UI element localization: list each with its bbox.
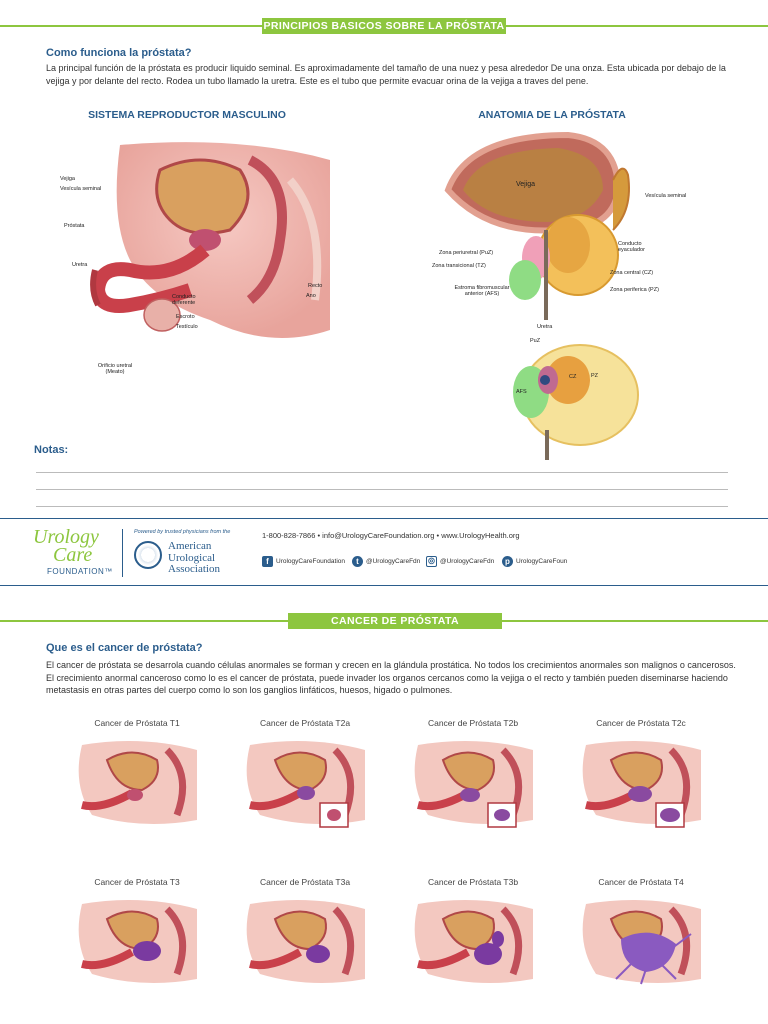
facebook-icon: f [262, 556, 273, 567]
band-label: PRINCIPIOS BASICOS SOBRE LA PRÓSTATA [262, 18, 506, 34]
stage-title-t3: Cancer de Próstata T3 [94, 877, 180, 887]
footer-rule-bottom [0, 585, 768, 586]
label-orificio: Orificio uretral (Meato) [97, 363, 133, 375]
pinterest-handle: UrologyCareFoun [516, 558, 568, 565]
label-testiculo: Testículo [176, 324, 198, 330]
label-rt-vesicula: Vesícula seminal [645, 193, 687, 199]
note-line[interactable] [36, 472, 728, 473]
aua-line-2: Urological [168, 551, 216, 564]
pinterest-icon: p [502, 556, 513, 567]
stage-illustration-t3 [78, 900, 197, 983]
label-rt-afs-short: AFS [516, 389, 527, 395]
label-rt-pz: Zona periferica (PZ) [610, 287, 659, 293]
male-reproductive-illustration [90, 142, 331, 338]
band-label: CANCER DE PRÓSTATA [288, 613, 502, 629]
stage-illustration-t1 [78, 741, 197, 824]
stage-title-t2c: Cancer de Próstata T2c [596, 718, 686, 728]
label-recto: Recto [308, 283, 323, 289]
notes-heading: Notas: [34, 444, 69, 456]
urology-care-logo: Urology Care [33, 526, 99, 566]
stage-title-t2b: Cancer de Próstata T2b [427, 718, 519, 728]
footer-rule-top [0, 518, 768, 519]
stage-illustration-t4 [582, 900, 701, 985]
stage-illustration-t2c [582, 741, 701, 828]
label-rt-pz-short: PZ [591, 373, 599, 379]
aua-line-3: Association [168, 563, 220, 575]
aua-line-1: American [168, 540, 212, 552]
label-ano: Ano [306, 293, 316, 299]
section-band-principios: PRINCIPIOS BASICOS SOBRE LA PRÓSTATA [0, 18, 768, 34]
section-heading-how: Como funciona la próstata? [46, 47, 192, 59]
label-vesicula: Vesícula seminal [60, 186, 102, 192]
label-rt-conducto: Conducto eyaculador [618, 241, 645, 253]
contact-info[interactable]: 1-800-828-7866 • info@UrologyCareFoundat… [262, 531, 520, 540]
label-rt-uretra: Uretra [537, 324, 553, 330]
instagram-handle: @UrologyCareFdn [440, 558, 495, 565]
footer-divider [122, 529, 123, 577]
label-conducto: Conducto deferente [172, 294, 196, 306]
label-prostata: Próstata [64, 223, 85, 229]
label-escroto: Escroto [176, 314, 195, 320]
powered-by-text: Powered by trusted physicians from the [134, 529, 231, 535]
figure-title-left: SISTEMA REPRODUCTOR MASCULINO [88, 109, 286, 121]
label-rt-tz: Zona transicional (TZ) [432, 263, 486, 269]
label-rt-puz-short: PuZ [530, 338, 541, 344]
facebook-handle: UrologyCareFoundation [276, 558, 346, 565]
figure-title-right: ANATOMIA DE LA PRÓSTATA [478, 109, 626, 121]
section-body-how: La principal función de la próstata es p… [46, 63, 726, 86]
social-twitter[interactable]: t @UrologyCareFdn [352, 556, 420, 567]
prostate-anatomy-illustration [444, 131, 639, 460]
logo-line-2: Care [53, 544, 93, 566]
twitter-icon: t [352, 556, 363, 567]
stage-title-t2a: Cancer de Próstata T2a [259, 718, 351, 728]
social-instagram[interactable]: ◎ @UrologyCareFdn [426, 556, 494, 567]
stage-illustration-t3b [414, 900, 533, 983]
aua-seal-icon [134, 541, 162, 569]
section-band-cancer: CANCER DE PRÓSTATA [0, 613, 768, 629]
stage-title-t3b: Cancer de Próstata T3b [427, 877, 519, 887]
stage-illustration-t3a [246, 900, 365, 983]
label-rt-vejiga: Vejiga [516, 181, 536, 188]
stage-illustration-t2b [414, 741, 533, 828]
label-uretra: Uretra [72, 262, 88, 268]
note-line[interactable] [36, 489, 728, 490]
stage-title-t4: Cancer de Próstata T4 [598, 877, 684, 887]
twitter-handle: @UrologyCareFdn [366, 558, 421, 565]
section-heading-cancer: Que es el cancer de próstata? [46, 642, 203, 654]
logo-foundation: FOUNDATION™ [47, 567, 113, 576]
aua-logo: American Urological Association [168, 540, 220, 576]
note-line[interactable] [36, 506, 728, 507]
stage-title-t1: Cancer de Próstata T1 [94, 718, 180, 728]
label-rt-puz: Zona periuretral (PuZ) [439, 250, 494, 256]
label-rt-afs: Estroma fibromuscular anterior (AFS) [454, 285, 510, 297]
section-body-cancer: El cancer de próstata se desarrola cuand… [46, 660, 736, 695]
logo-line-1: Urology [33, 526, 99, 548]
stage-illustration-t2a [246, 741, 365, 828]
instagram-icon: ◎ [426, 556, 437, 567]
stage-title-t3a: Cancer de Próstata T3a [259, 877, 351, 887]
social-pinterest[interactable]: p UrologyCareFoun [502, 556, 567, 567]
social-facebook[interactable]: f UrologyCareFoundation [262, 556, 345, 567]
label-vejiga: Vejiga [60, 176, 75, 182]
label-rt-cz-short: CZ [569, 374, 577, 380]
label-rt-cz: Zona central (CZ) [610, 270, 654, 276]
